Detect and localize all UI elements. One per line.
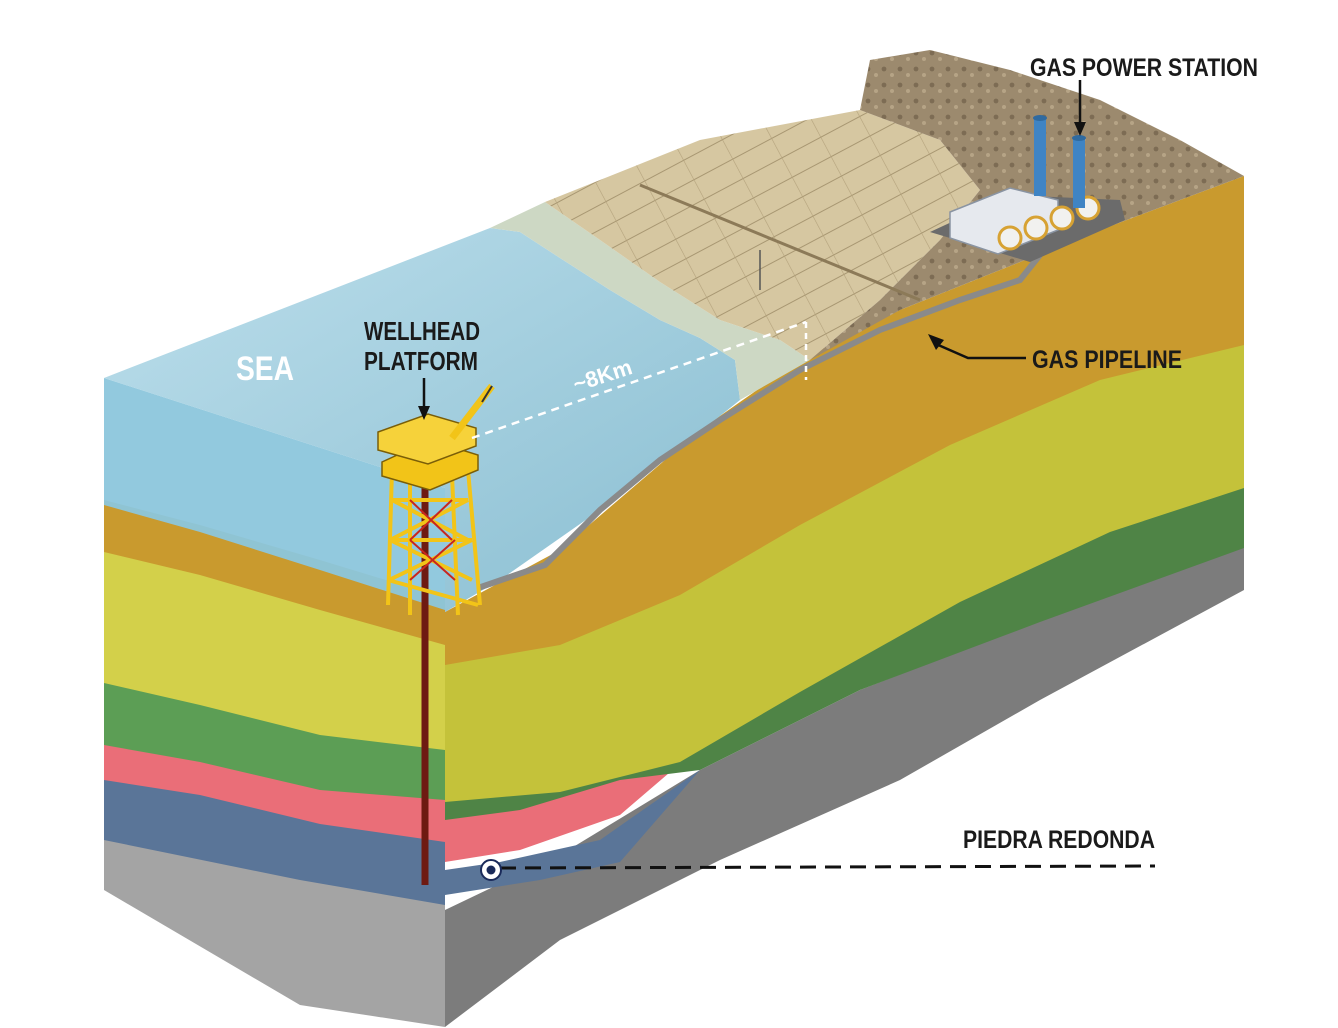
- piedra-redonda-label: PIEDRA REDONDA: [963, 826, 1155, 854]
- side-face: [445, 176, 1244, 1027]
- piedra-redonda-leader: [499, 864, 1156, 870]
- station-tank: [1023, 215, 1049, 241]
- platform-crane: [449, 383, 495, 441]
- gas-pipeline: [477, 253, 1043, 591]
- front-green-layer: [104, 678, 445, 800]
- station-stack-left: [1034, 118, 1046, 196]
- distance-line: [471, 320, 807, 440]
- front-blue-layer: [104, 775, 445, 905]
- front-ochre-layer: [104, 500, 445, 645]
- reservoir-marker-core: [486, 865, 496, 875]
- platform-deck-upper: [377, 413, 477, 465]
- wellhead-arrowhead: [418, 406, 430, 420]
- side-blue-layer: [445, 770, 700, 895]
- gas-power-station: [930, 115, 1125, 262]
- front-face: [104, 378, 445, 1027]
- front-red-layer: [104, 742, 445, 842]
- platform-jacket: [386, 469, 482, 616]
- wellhead-platform: [377, 383, 495, 885]
- field-road: [639, 183, 921, 302]
- platform-crane-tip: [481, 385, 493, 403]
- coastline-beach: [490, 202, 810, 400]
- station-tank: [997, 225, 1023, 251]
- front-basement-layer: [104, 832, 445, 1027]
- side-ochre-layer: [445, 176, 1244, 665]
- front-yellow-layer: [104, 546, 445, 750]
- front-sea-water: [104, 378, 445, 610]
- station-stack-left-top: [1033, 115, 1047, 121]
- side-yellow-layer: [445, 340, 1244, 802]
- gas-power-station-label: GAS POWER STATION: [1030, 54, 1258, 82]
- pipeline-arrowhead: [928, 334, 944, 350]
- sea-label: SEA: [236, 350, 294, 388]
- side-basement-layer: [445, 545, 1244, 1027]
- side-red-layer: [445, 755, 690, 862]
- station-stack-right-top: [1072, 135, 1086, 141]
- side-green-layer: [445, 485, 1244, 820]
- wellhead-label-line2: PLATFORM: [364, 346, 478, 376]
- station-stack-right: [1073, 138, 1085, 208]
- station-tank: [1049, 205, 1075, 231]
- wellhead-label-line1: WELLHEAD: [364, 316, 480, 346]
- gas-pipeline-label: GAS PIPELINE: [1032, 346, 1182, 374]
- pipeline-leader: [935, 342, 1026, 360]
- platform-jacket-bracing: [409, 499, 456, 581]
- station-arrowhead: [1074, 122, 1086, 136]
